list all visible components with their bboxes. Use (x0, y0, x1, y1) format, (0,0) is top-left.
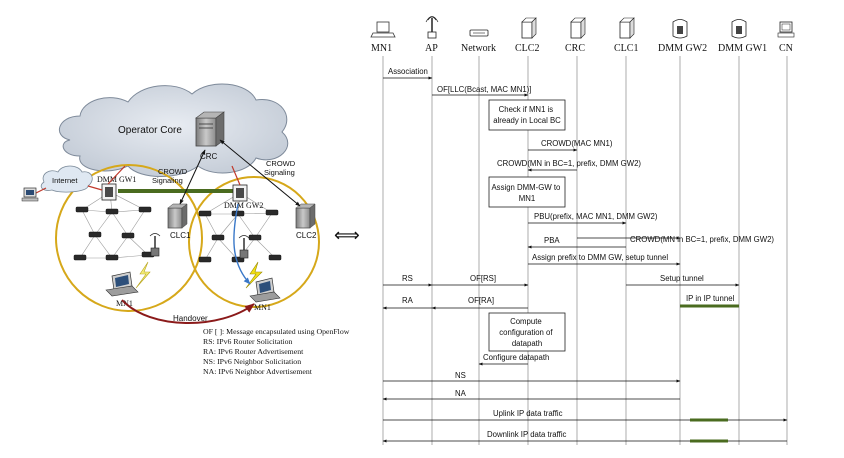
cn-computer-icon (21, 187, 39, 202)
internet-cloud (40, 165, 93, 193)
mn1-laptop-right-icon (249, 277, 281, 303)
topology-diagram: Operator Core CRC (21, 83, 350, 376)
message-label: Downlink IP data traffic (487, 430, 567, 439)
internet-label: Internet (52, 176, 78, 185)
legend-item: RA: IPv6 Router Advertisement (203, 347, 304, 356)
svg-text:Check if MN1 is alread: Check if MN1 is already in Local BC (493, 105, 561, 125)
clc2-server-icon (295, 203, 316, 229)
entity-labels: MN1 AP Network CLC2 CRC CLC1 DMM GW2 DMM… (371, 43, 793, 54)
switch-nodes (73, 206, 282, 263)
entity-label: CLC2 (515, 43, 539, 54)
entity-label: CLC1 (614, 43, 638, 54)
process-box-compute-config: Compute configuration of datapath (488, 312, 566, 352)
message-label: RA (402, 296, 414, 305)
coverage-area-right (188, 176, 320, 308)
cloud-label: Operator Core (118, 125, 182, 136)
gw2-core-link (231, 165, 241, 186)
tunnel-bars (680, 304, 739, 443)
ap-antenna-icon (425, 16, 439, 39)
crc-server-icon (195, 111, 225, 147)
crc-label: CRC (200, 152, 218, 161)
cn-computer-seq-icon (777, 21, 795, 38)
handover-arrow (121, 299, 255, 324)
legend: OF [ ]: Message encapsulated using OpenF… (203, 327, 350, 376)
clc1-label: CLC1 (170, 231, 191, 240)
entity-label: CRC (565, 43, 585, 54)
dmm-gw1-router-icon (101, 183, 117, 201)
clc2-server-seq-icon (521, 17, 537, 39)
message-label: NS (455, 371, 466, 380)
message-label: Association (388, 67, 428, 76)
clc1-server-icon (167, 203, 188, 229)
access-point-right-icon (238, 235, 250, 259)
legend-item: OF [ ]: Message encapsulated using OpenF… (203, 327, 350, 336)
message-arrows (382, 76, 788, 443)
network-switch-icon (469, 29, 489, 37)
message-label: CROWD(MAC MN1) (541, 139, 613, 148)
mn1-laptop-left-icon (105, 271, 139, 297)
mn1-right-label: MN1 (254, 303, 271, 312)
crowd-signaling-right-label: CROWD Signaling (264, 159, 297, 177)
dmm-gw2-router-seq-icon (672, 19, 688, 39)
crowd-signaling-left-label: CROWD Signaling (152, 167, 189, 185)
message-label: OF[RS] (470, 274, 496, 283)
crowd-signaling-arrow-left (179, 149, 206, 205)
dmm-gw2-label: DMM GW2 (224, 201, 263, 210)
coverage-area-left (55, 164, 203, 312)
clc1-server-seq-icon (619, 17, 635, 39)
gw1-core-link (107, 165, 126, 185)
crowd-signaling-arrow-right (219, 139, 301, 207)
message-label: RS (402, 274, 413, 283)
legend-item: NA: IPv6 Neighbor Advertisement (203, 367, 313, 376)
message-label: OF[RA] (468, 296, 494, 305)
message-label: Setup tunnel (660, 274, 704, 283)
wireless-link-left-icon (135, 261, 151, 289)
lifelines (382, 56, 788, 445)
message-label: Uplink IP data traffic (493, 409, 563, 418)
data-path-blue (233, 203, 251, 285)
internet-gw-link (87, 185, 103, 191)
message-label: PBU(prefix, MAC MN1, DMM GW2) (534, 212, 658, 221)
entity-label: CN (779, 43, 793, 54)
mn1-laptop-icon (370, 21, 396, 38)
entity-label: AP (425, 43, 438, 54)
message-labels: Association OF[LLC(Bcast, MAC MN1)] CROW… (388, 67, 774, 439)
crc-server-seq-icon (570, 17, 586, 39)
sequence-diagram: MN1 AP Network CLC2 CRC CLC1 DMM GW2 DMM… (370, 16, 795, 445)
message-label: OF[LLC(Bcast, MAC MN1)] (437, 85, 531, 94)
svg-text:Assign DMM-GW to MN1: Assign DMM-GW to MN1 (491, 183, 562, 203)
equivalence-arrow: ⟺ (334, 225, 360, 245)
message-label: Assign prefix to DMM GW, setup tunnel (532, 253, 668, 262)
dmm-gw2-router-icon (232, 184, 248, 202)
message-label: IP in IP tunnel (686, 294, 735, 303)
entity-label: MN1 (371, 43, 392, 54)
dmm-gw1-router-seq-icon (731, 19, 747, 39)
message-label: CROWD(MN in BC=1, prefix, DMM GW2) (630, 235, 774, 244)
message-label: CROWD(MN in BC=1, prefix, DMM GW2) (497, 159, 641, 168)
legend-item: NS: IPv6 Neighbor Solicitation (203, 357, 301, 366)
access-point-left-icon (149, 233, 161, 257)
legend-item: RS: IPv6 Router Solicitation (203, 337, 293, 346)
message-label: NA (455, 389, 467, 398)
entity-label: DMM GW2 (658, 43, 707, 54)
cn-link (35, 187, 47, 194)
dmm-gw1-label: DMM GW1 (97, 175, 136, 184)
handover-label: Handover (173, 314, 208, 323)
process-box-check-bc: Check if MN1 is already in Local BC (488, 99, 566, 131)
entity-label: DMM GW1 (718, 43, 767, 54)
entity-label: Network (461, 43, 496, 54)
svg-text:Compute configuration: Compute configuration of datapath (499, 317, 555, 348)
clc2-label: CLC2 (296, 231, 317, 240)
wireless-link-right-icon (245, 261, 263, 289)
message-label: Configure datapath (483, 353, 549, 362)
process-box-assign-gw: Assign DMM-GW to MN1 (488, 176, 566, 208)
message-label: PBA (544, 236, 560, 245)
